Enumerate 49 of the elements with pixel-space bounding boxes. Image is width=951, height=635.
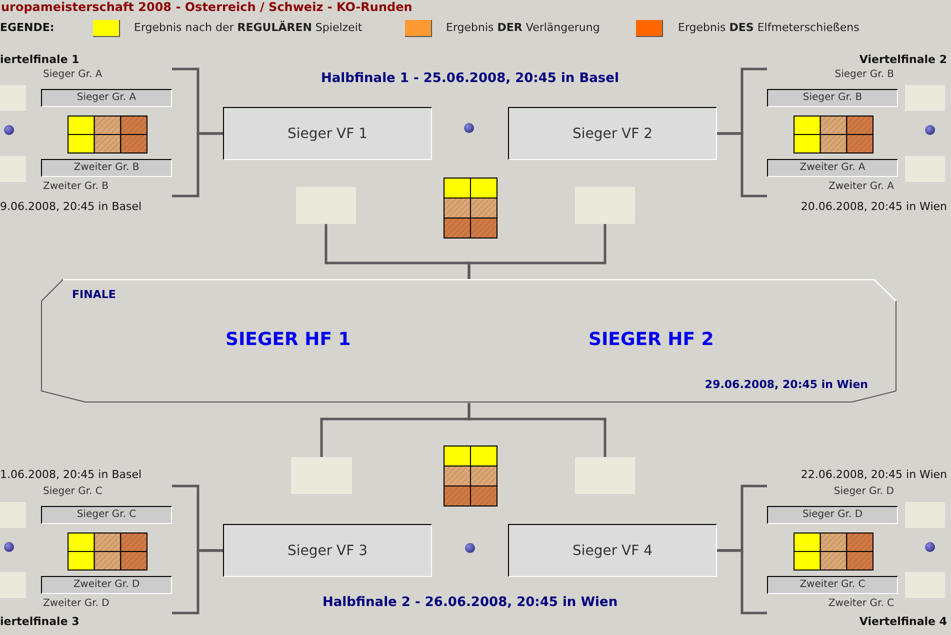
winner-field: Sieger VF 3 [223,524,432,577]
page-title: uropameisterschaft 2008 - Osterreich / Schweiz - KO-Runden [1,0,412,14]
match-date: 1.06.2008, 20:45 in Basel [0,468,142,481]
round-heading: iertelfinale 3 [0,615,80,628]
team-label: Sieger Gr. A [43,69,102,80]
bracket-line [717,132,767,198]
finalist-name: SIEGER HF 1 [226,329,351,350]
team-label: Zweiter Gr. B [43,181,108,192]
winner-field: Sieger VF 2 [508,107,717,160]
winner-field: Sieger VF 4 [508,524,717,577]
team-name-field: Zweiter Gr. C [767,576,898,594]
match-date: 9.06.2008, 20:45 in Basel [0,200,142,213]
legend-text: Ergebnis DES Elfmeterschießens [678,21,860,34]
score-field [575,457,635,494]
bracket-line [468,224,606,279]
team-label: Sieger Gr. D [834,486,894,497]
semifinal-info: Halbfinale 2 - 26.06.2008, 20:45 in Wien [322,595,618,610]
team-name-field: Sieger Gr. B [767,89,898,107]
bracket-line [172,132,223,198]
team-name-field: Zweiter Gr. D [41,576,172,594]
match-date: 20.06.2008, 20:45 in Wien [800,200,947,213]
score-field [296,187,356,224]
team-name-field: Sieger Gr. A [41,89,172,107]
team-name-field: Sieger Gr. C [41,506,172,524]
round-heading: iertelfinale 1 [0,53,80,66]
finalist-name: SIEGER HF 2 [588,329,714,350]
legend-text: Ergebnis nach der REGULÄREN Spielzeit [134,21,362,34]
winner-field: Sieger VF 1 [223,107,432,160]
semifinal-info: Halbfinale 1 - 25.06.2008, 20:45 in Basel [321,71,619,86]
round-heading: Viertelfinale 4 [859,615,947,628]
team-name-field: Zweiter Gr. A [767,159,898,177]
legend-heading: EGENDE: [0,21,54,34]
match-date: 29.06.2008, 20:45 in Wien [704,378,868,391]
match-date: 22.06.2008, 20:45 in Wien [800,468,947,481]
team-label: Zweiter Gr. A [828,181,894,192]
score-field [575,187,635,224]
bracket-line [717,549,767,614]
team-label: Sieger Gr. C [43,486,102,497]
round-heading: Viertelfinale 2 [859,53,947,66]
bracket-line [172,549,223,614]
team-label: Zweiter Gr. C [828,598,894,609]
finale-heading: FINALE [72,288,116,301]
team-name-field: Sieger Gr. D [767,506,898,524]
bracket-line [468,403,606,457]
legend-text: Ergebnis DER Verlängerung [446,21,600,34]
team-name-field: Zweiter Gr. B [41,159,172,177]
score-field [291,457,352,494]
team-label: Zweiter Gr. D [43,598,110,609]
team-label: Sieger Gr. B [834,69,894,80]
